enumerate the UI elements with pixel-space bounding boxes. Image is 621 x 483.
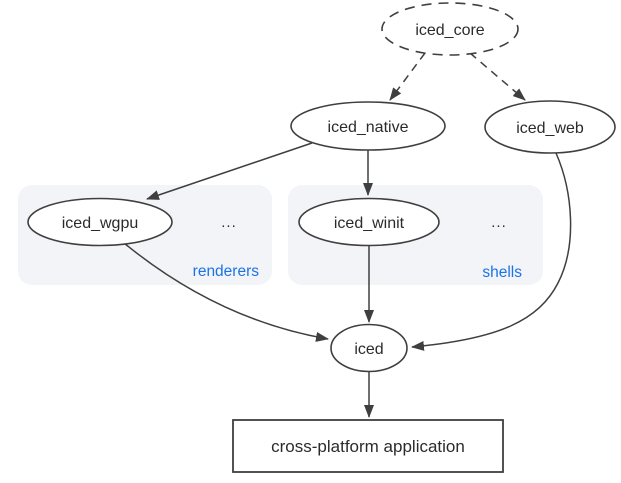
edge-iced-core-to-iced-web: [469, 52, 526, 101]
edge-iced-native-to-iced-wgpu: [146, 142, 313, 200]
node-iced-core: iced_core: [381, 2, 519, 56]
shells-group-label: shells: [482, 264, 522, 281]
application-label: cross-platform application: [271, 437, 465, 456]
node-iced-winit: iced_winit: [298, 197, 440, 247]
iced-winit-label: iced_winit: [334, 215, 405, 232]
iced-core-label: iced_core: [415, 22, 484, 39]
iced-core-ellipse: [381, 2, 519, 56]
node-iced: iced: [330, 323, 408, 373]
iced-web-label: iced_web: [516, 120, 584, 137]
iced-ellipse: [330, 323, 408, 373]
renderers-ellipsis: ...: [221, 214, 237, 231]
edge-iced-core-to-iced-native: [389, 52, 426, 101]
renderers-group-label: renderers: [193, 263, 260, 280]
iced-wgpu-label: iced_wgpu: [62, 215, 139, 232]
iced-native-ellipse: [290, 101, 446, 151]
node-iced-web: iced_web: [484, 100, 616, 154]
edge-iced-web-to-iced: [411, 152, 572, 351]
application-rect: [232, 419, 504, 473]
iced-web-ellipse: [484, 100, 616, 154]
node-iced-wgpu: iced_wgpu: [27, 197, 173, 247]
iced-label: iced: [354, 341, 383, 358]
iced-wgpu-ellipse: [27, 197, 173, 247]
node-iced-native: iced_native: [290, 101, 446, 151]
edge-iced-wgpu-to-iced: [123, 242, 329, 342]
iced-native-label: iced_native: [328, 119, 409, 136]
shells-ellipsis: ...: [491, 214, 507, 231]
iced-winit-ellipse: [298, 197, 440, 247]
node-application: cross-platform application: [232, 419, 504, 473]
